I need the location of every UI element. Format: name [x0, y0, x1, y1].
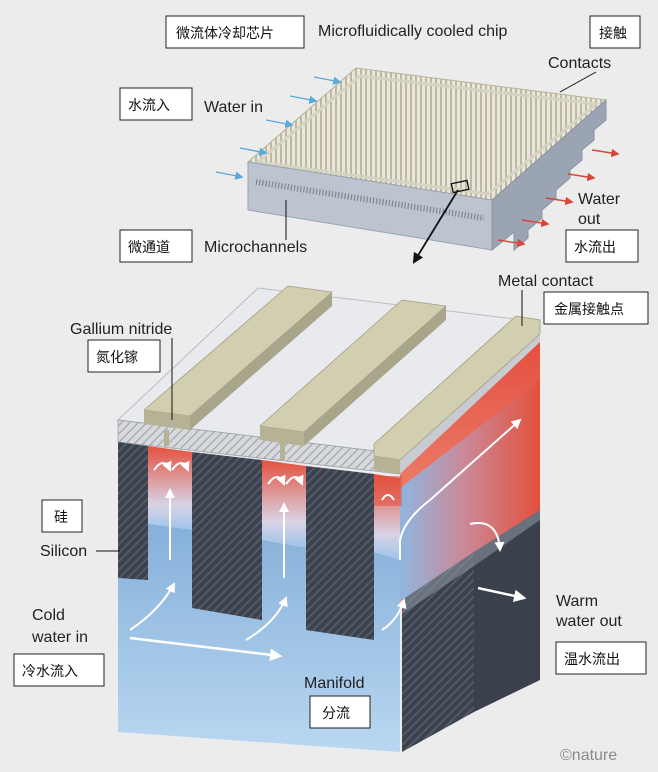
svg-text:微通道: 微通道: [128, 240, 170, 256]
cn-box-cold-water: 冷水流入: [13, 653, 105, 687]
warm-water-label-line1: Warm: [556, 593, 598, 610]
cold-water-label-line2: water in: [31, 629, 88, 646]
cn-box-silicon: 硅: [41, 499, 83, 533]
water-out-label-line1: Water: [578, 191, 621, 208]
chip-title: Microfluidically cooled chip: [318, 23, 508, 40]
svg-text:接触: 接触: [599, 25, 627, 42]
cn-box-chip: 微流体冷却芯片: [165, 15, 305, 49]
silicon-label: Silicon: [40, 543, 87, 560]
nature-credit: ©nature: [560, 747, 617, 764]
microchannels-label: Microchannels: [204, 239, 307, 256]
metal-contacts: [143, 285, 541, 474]
cold-water-label-line1: Cold: [32, 607, 65, 624]
cn-box-manifold: 分流: [309, 695, 371, 729]
contacts-leader: [559, 71, 597, 93]
water-out-label-line2: out: [578, 211, 601, 228]
warm-water-label-line2: water out: [555, 613, 622, 630]
svg-text:水流入: 水流入: [128, 98, 170, 114]
cn-box-water-in: 水流入: [119, 87, 193, 121]
contacts-label: Contacts: [548, 55, 611, 72]
svg-text:冷水流入: 冷水流入: [22, 664, 78, 680]
cn-box-water-out: 水流出: [565, 229, 639, 263]
svg-text:金属接触点: 金属接触点: [554, 301, 624, 318]
cn-box-metal-contact: 金属接触点: [543, 291, 649, 325]
svg-text:温水流出: 温水流出: [564, 652, 620, 668]
svg-text:水流出: 水流出: [574, 240, 616, 256]
svg-text:分流: 分流: [322, 706, 350, 722]
water-in-arrows: [215, 76, 342, 180]
metal-contact-label: Metal contact: [498, 273, 594, 290]
cn-box-warm-water: 温水流出: [555, 641, 647, 675]
svg-text:氮化镓: 氮化镓: [96, 350, 138, 366]
top-chip: [246, 67, 608, 252]
gallium-nitride-label: Gallium nitride: [70, 321, 172, 338]
water-out-arrows: [497, 148, 620, 248]
cn-box-gallium-nitride: 氮化镓: [87, 339, 161, 373]
svg-text:微流体冷却芯片: 微流体冷却芯片: [176, 26, 274, 42]
cn-box-microchannels: 微通道: [119, 229, 193, 263]
water-in-label: Water in: [204, 99, 263, 116]
svg-text:硅: 硅: [54, 510, 68, 526]
zoom-arrow: [412, 189, 459, 264]
flow-arrows: [129, 418, 527, 662]
manifold-label: Manifold: [304, 675, 364, 692]
cn-box-contacts: 接触: [589, 15, 641, 49]
cross-section: [96, 285, 542, 752]
